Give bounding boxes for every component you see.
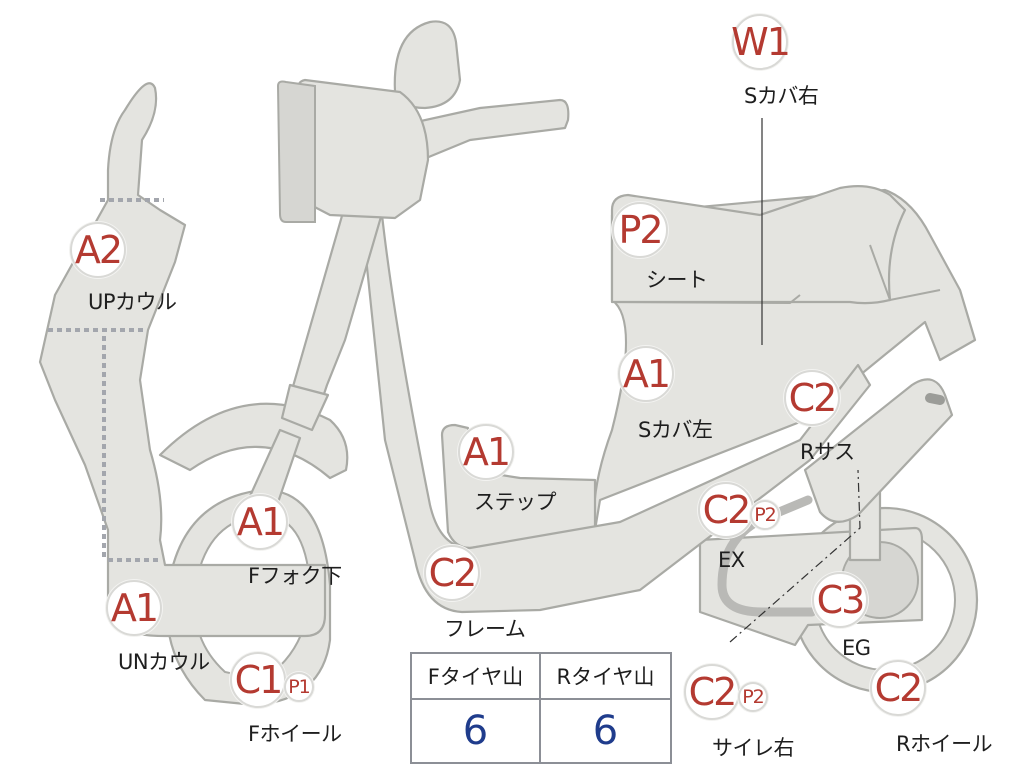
c2-ex-badge: C2: [698, 482, 754, 538]
c1-f-wheel-sub-badge: P1: [284, 672, 314, 702]
rear-tire-tread-header: Rタイヤ山: [541, 654, 670, 700]
a1-f-fork-badge: A1: [232, 494, 288, 550]
p2-seat-badge: P2: [612, 202, 668, 258]
a1-un-cowl-label: UNカウル: [118, 650, 210, 674]
c2-r-wheel-badge: C2: [870, 660, 926, 716]
c2-frame-label: フレーム: [444, 617, 526, 641]
tire-tread-table: Fタイヤ山 Rタイヤ山 6 6: [410, 652, 672, 764]
seat: [610, 185, 907, 305]
c3-eg-label: EG: [842, 636, 871, 660]
a1-f-fork-label: Fフォク下: [248, 564, 342, 588]
leader-silencer: [729, 469, 861, 643]
a1-s-cover-left-label: Sカバ左: [638, 418, 713, 442]
c2-silencer-right-label: サイレ右: [712, 736, 795, 760]
a1-step-label: ステップ: [474, 490, 557, 514]
a1-s-cover-left-badge: A1: [618, 346, 674, 402]
c2-silencer-right-sub-badge: P2: [738, 682, 768, 712]
c2-ex-label: EX: [718, 548, 745, 572]
front-tire-tread-value: 6: [412, 700, 541, 762]
step-floor: [440, 423, 597, 550]
c3-eg-badge: C3: [812, 572, 868, 628]
c2-ex-sub-badge: P2: [750, 500, 780, 530]
c2-r-sus-badge: C2: [784, 370, 840, 426]
a1-un-cowl-badge: A1: [106, 580, 162, 636]
c1-f-wheel-badge: C1: [230, 652, 286, 708]
a2-up-cowl-label: UPカウル: [88, 290, 177, 314]
front-tire-tread-header: Fタイヤ山: [412, 654, 541, 700]
a2-up-cowl-badge: A2: [70, 222, 126, 278]
a1-step-badge: A1: [458, 424, 514, 480]
c1-f-wheel-label: Fホイール: [248, 722, 342, 746]
w1-s-cover-right-label: Sカバ右: [744, 84, 819, 108]
p2-seat-label: シート: [646, 268, 708, 292]
c2-r-sus-label: Rサス: [800, 440, 855, 464]
rear-suspension: [803, 378, 954, 562]
c2-frame-badge: C2: [424, 545, 480, 601]
handlebar: [276, 20, 570, 223]
rear-tire-tread-value: 6: [592, 708, 619, 754]
c2-silencer-right-badge: C2: [684, 664, 740, 720]
w1-s-cover-right-badge: W1: [731, 14, 791, 70]
c2-r-wheel-label: Rホイール: [896, 732, 993, 756]
